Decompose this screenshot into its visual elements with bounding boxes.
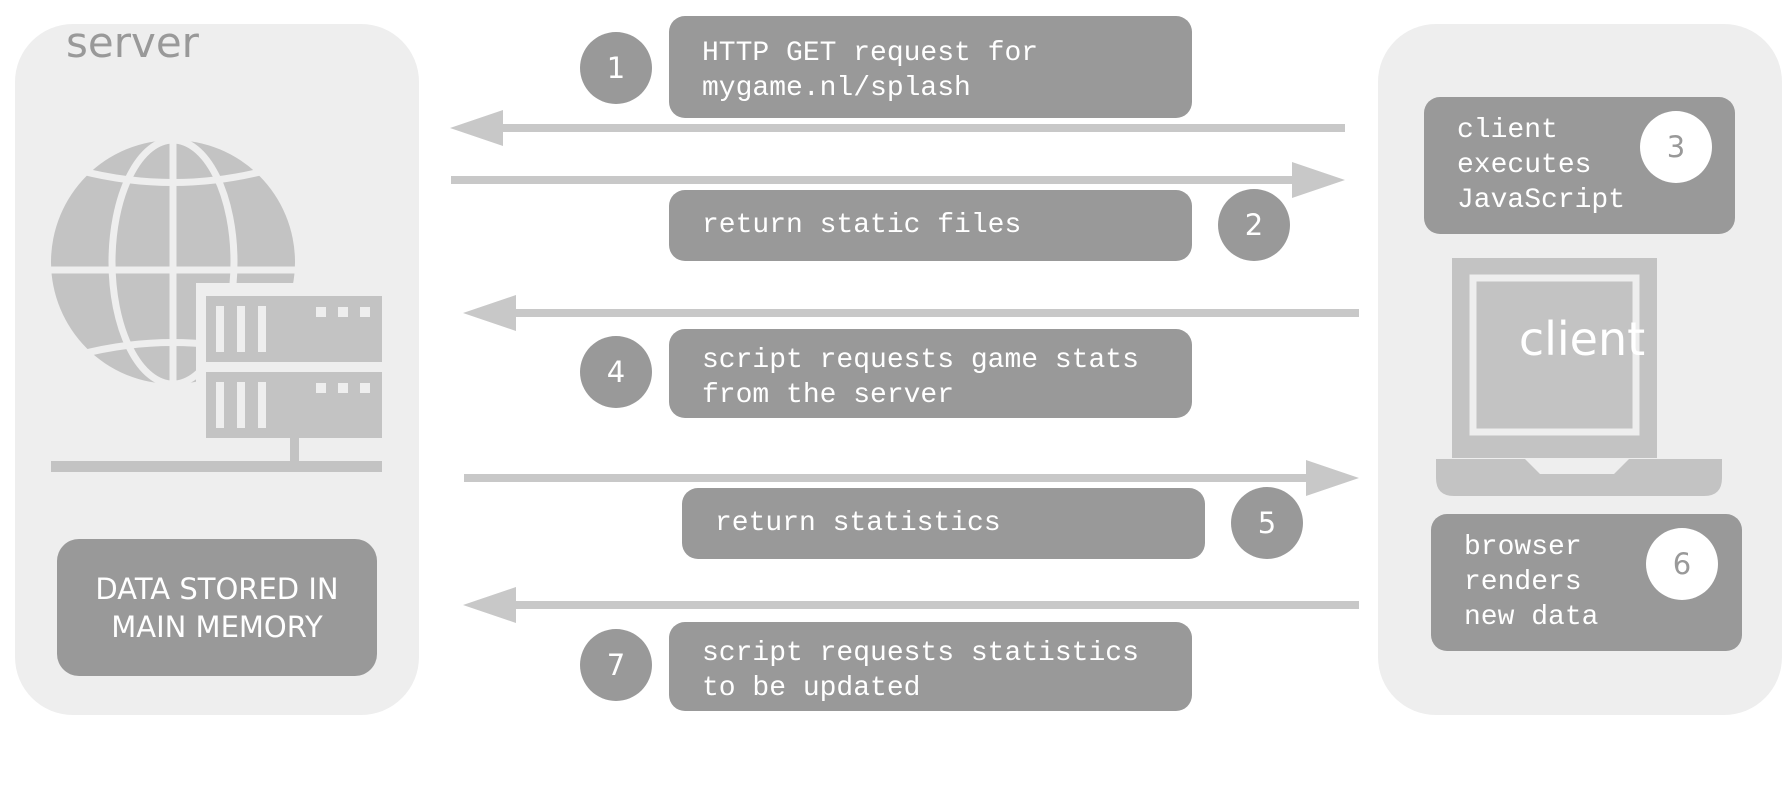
- memory-line-2: MAIN MEMORY: [111, 609, 323, 644]
- arrow-step-1: [450, 110, 1345, 146]
- step-number-6: 6: [1646, 528, 1718, 600]
- step-1-line-2: mygame.nl/splash: [702, 73, 971, 104]
- memory-line-1: DATA STORED IN: [95, 571, 339, 606]
- step-7-line-2: to be updated: [702, 673, 921, 704]
- step-3-line-1: client: [1457, 115, 1558, 146]
- step-2-line-1: return static files: [702, 210, 1022, 241]
- step-box-5: return statistics: [682, 488, 1205, 559]
- client-label: client: [1518, 312, 1646, 366]
- step-3-line-3: JavaScript: [1457, 185, 1626, 216]
- step-number-5: 5: [1231, 487, 1303, 559]
- step-4-line-2: from the server: [702, 380, 955, 411]
- step-number-4: 4: [580, 336, 652, 408]
- step-3-line-2: executes: [1457, 150, 1592, 181]
- step-1-line-1: HTTP GET request for: [702, 38, 1039, 69]
- step-box-1: HTTP GET request for mygame.nl/splash: [669, 16, 1192, 118]
- step-box-2: return static files: [669, 190, 1192, 261]
- step-6-line-3: new data: [1464, 602, 1599, 633]
- step-6-line-2: renders: [1464, 567, 1582, 598]
- step-5-line-1: return statistics: [715, 508, 1001, 539]
- step-number-3: 3: [1640, 111, 1712, 183]
- arrow-step-5: [464, 460, 1359, 496]
- step-number-1: 1: [580, 32, 652, 104]
- step-box-7: script requests statistics to be updated: [669, 622, 1192, 711]
- step-4-line-1: script requests game stats: [702, 345, 1139, 376]
- laptop-icon: [1436, 258, 1722, 496]
- arrow-step-4: [463, 295, 1359, 331]
- step-number-7: 7: [580, 629, 652, 701]
- memory-box: DATA STORED IN MAIN MEMORY: [57, 539, 377, 676]
- step-box-4: script requests game stats from the serv…: [669, 329, 1192, 418]
- step-7-line-1: script requests statistics: [702, 638, 1139, 669]
- arrow-step-7: [463, 587, 1359, 623]
- arrow-step-2: [451, 162, 1345, 198]
- server-title: server: [66, 18, 199, 67]
- step-number-2: 2: [1218, 189, 1290, 261]
- globe-server-icon: [51, 136, 390, 472]
- step-6-line-1: browser: [1464, 532, 1582, 563]
